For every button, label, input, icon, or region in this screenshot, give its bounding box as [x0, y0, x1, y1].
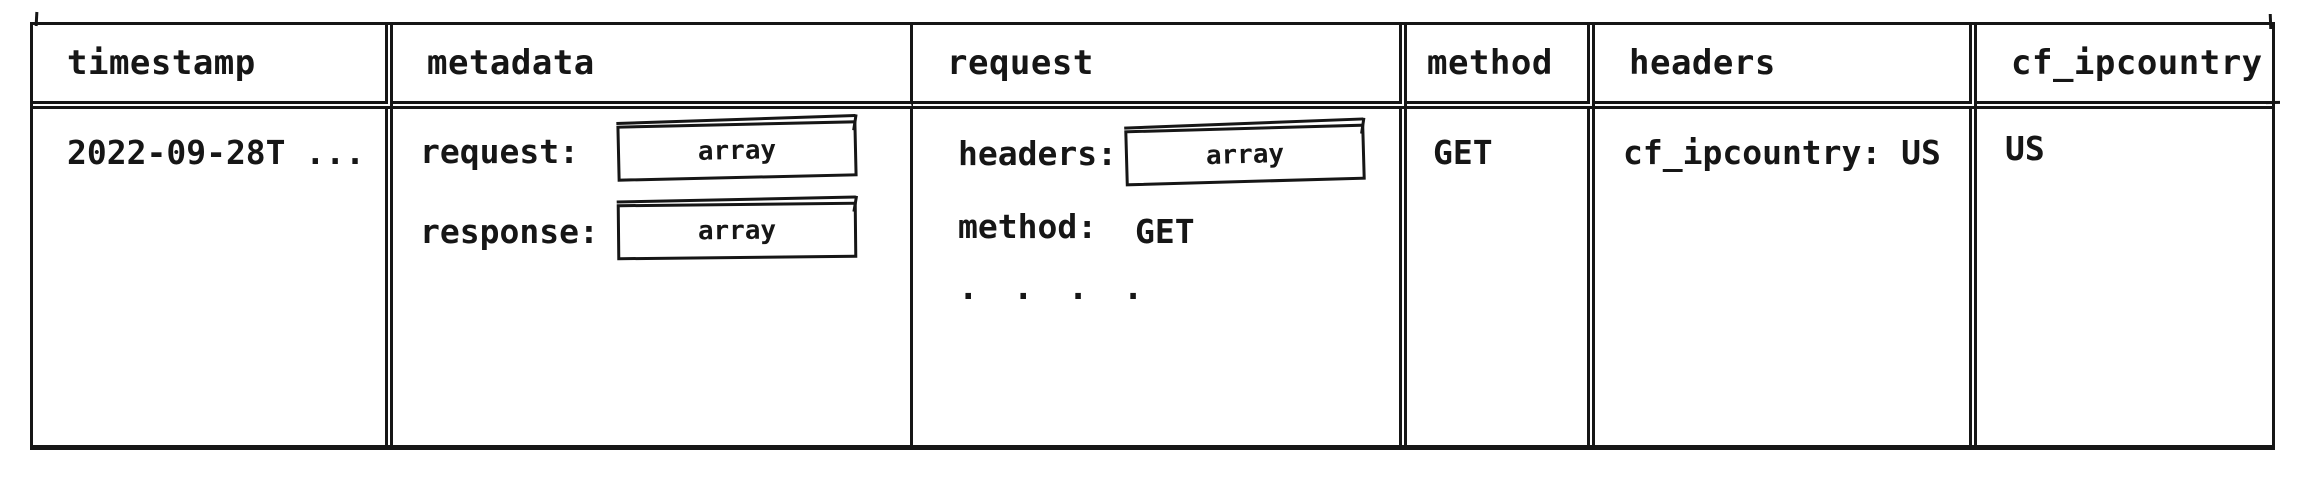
column-header-method: method	[1407, 25, 1595, 109]
method-value: GET	[1433, 133, 1493, 172]
array-chip: array	[616, 201, 858, 261]
entry-value: GET	[1135, 212, 1195, 251]
array-chip-label: array	[1205, 138, 1285, 172]
array-chip-label: array	[697, 215, 777, 247]
cell-timestamp: 2022-09-28T ...	[33, 109, 393, 445]
metadata-entry-request: request: array	[420, 120, 910, 182]
column-header-headers: headers	[1595, 25, 1977, 109]
cell-metadata: request: array response: array	[393, 109, 913, 445]
cf-ipcountry-value: US	[2005, 129, 2045, 168]
column-header-timestamp: timestamp	[33, 25, 393, 109]
cell-cf-ipcountry: US	[1977, 109, 2272, 445]
corner-overshoot-tick	[2268, 13, 2273, 30]
column-header-metadata: metadata	[393, 25, 913, 109]
cell-request: headers: array method: GET . . . .	[913, 109, 1407, 445]
cell-headers: cf_ipcountry: US	[1595, 109, 1977, 445]
data-table: timestamp metadata request method header…	[30, 11, 2281, 450]
entry-key: response:	[420, 211, 599, 251]
request-entry-method: method: GET	[958, 207, 1399, 251]
corner-overshoot-tick	[34, 11, 39, 27]
request-entry-headers: headers: array	[958, 123, 1399, 187]
column-header-label: headers	[1629, 43, 1776, 83]
headers-value: cf_ipcountry: US	[1623, 133, 1941, 172]
array-chip: array	[1124, 123, 1366, 187]
array-chip-label: array	[697, 135, 777, 167]
column-header-label: request	[947, 43, 1094, 83]
timestamp-value: 2022-09-28T ...	[67, 133, 366, 172]
separator-overshoot-tick	[2265, 100, 2281, 105]
column-header-label: timestamp	[67, 43, 256, 83]
entry-key: request:	[420, 131, 579, 171]
metadata-entry-response: response: array	[420, 201, 910, 261]
column-header-label: method	[1427, 43, 1553, 83]
column-header-label: cf_ipcountry	[2011, 43, 2263, 83]
more-fields-indicator: . . . .	[958, 268, 1151, 308]
cell-method: GET	[1407, 109, 1595, 445]
array-chip: array	[616, 120, 858, 182]
table-grid: timestamp metadata request method header…	[33, 25, 2272, 445]
entry-key: headers:	[958, 133, 1117, 173]
column-header-label: metadata	[427, 43, 595, 83]
entry-key: method:	[958, 207, 1098, 246]
column-header-request: request	[913, 25, 1407, 109]
column-header-cf-ipcountry: cf_ipcountry	[1977, 25, 2272, 109]
